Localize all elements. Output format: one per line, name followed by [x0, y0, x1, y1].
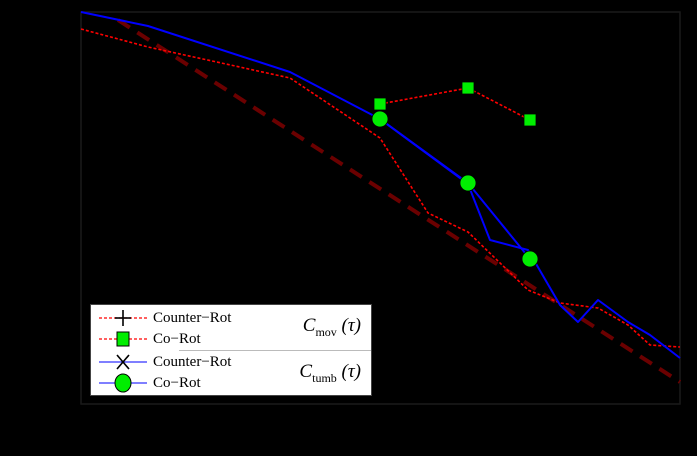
- dashed-red-square-marker-icon: [99, 331, 147, 347]
- legend-label: Co−Rot: [153, 330, 201, 347]
- circle-marker-icon: [521, 250, 539, 268]
- circle-marker-icon: [459, 174, 477, 192]
- legend-entry-tumb-counter-rot: Counter−Rot: [97, 351, 231, 373]
- solid-blue-circle-marker-icon: [99, 373, 147, 393]
- legend-entry-tumb-co-rot: Co−Rot: [97, 372, 201, 394]
- legend: Counter−Rot Co−Rot Counter−Rot Co−Rot Cm…: [90, 304, 372, 396]
- legend-entry-mov-co-rot: Co−Rot: [97, 328, 201, 350]
- series-line-1: [379, 87, 531, 121]
- legend-label: Co−Rot: [153, 374, 201, 391]
- axes-frame: [80, 11, 681, 405]
- square-marker-icon: [461, 81, 475, 95]
- solid-blue-x-marker-icon: [99, 354, 147, 370]
- legend-group-c-tumb: Ctumb (τ): [299, 361, 361, 385]
- series-line-0: [80, 28, 681, 348]
- circle-marker-icon: [371, 110, 389, 128]
- legend-entry-mov-counter-rot: Counter−Rot: [97, 307, 231, 329]
- series-line-4: [116, 18, 682, 384]
- square-marker-icon: [523, 113, 537, 127]
- legend-group-c-mov: Cmov (τ): [302, 315, 361, 339]
- series-layer: [80, 11, 682, 384]
- series-line-2: [80, 11, 681, 359]
- legend-label: Counter−Rot: [153, 309, 232, 326]
- square-marker-icon: [373, 97, 387, 111]
- dashed-red-plus-marker-icon: [99, 310, 147, 326]
- legend-divider: [179, 350, 371, 351]
- legend-label: Counter−Rot: [153, 353, 232, 370]
